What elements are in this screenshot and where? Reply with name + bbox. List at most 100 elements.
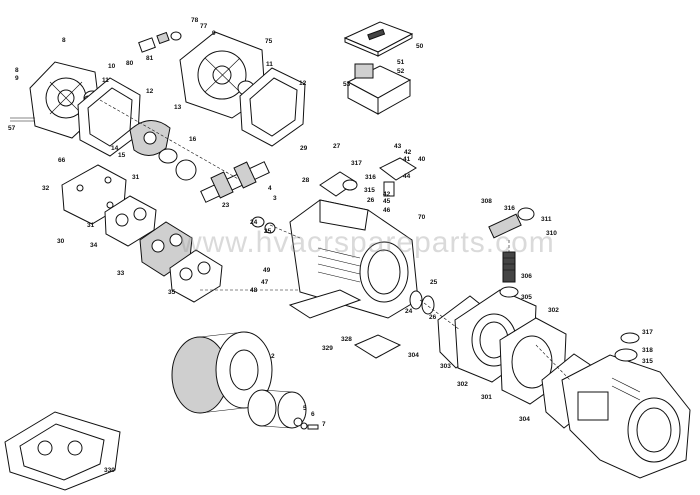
part-callout-c31b: 31	[87, 222, 95, 229]
part-callout-c52: 52	[397, 68, 405, 75]
part-callout-c44: 44	[403, 173, 411, 180]
valve-plate-gasket	[169, 249, 223, 303]
part-callout-c42b: 42	[383, 191, 391, 198]
part-callout-c301: 301	[481, 394, 492, 401]
part-callout-c47: 47	[261, 279, 269, 286]
part-callout-c305: 305	[521, 294, 532, 301]
part-callout-c27: 27	[333, 143, 341, 150]
gasket-center	[239, 67, 306, 147]
part-callout-c318: 318	[642, 347, 653, 354]
crankshaft	[158, 148, 270, 203]
part-callout-c11b: 11	[266, 61, 273, 68]
mounting-foot-plate	[353, 334, 402, 359]
part-callout-c302b: 302	[457, 381, 468, 388]
sight-glass-right	[614, 332, 640, 362]
part-callout-c57: 57	[8, 125, 16, 132]
gasket-set	[4, 411, 121, 491]
part-callout-c49: 49	[263, 267, 271, 274]
part-callout-c42a: 42	[404, 149, 412, 156]
wiring-lead	[10, 117, 35, 122]
part-callout-c32: 32	[42, 185, 50, 192]
part-callout-c53: 53	[343, 81, 351, 88]
compressor-body-casting	[561, 354, 691, 479]
part-callout-c5: 5	[303, 405, 307, 412]
gasket-left	[77, 77, 141, 157]
part-callout-c80: 80	[126, 60, 134, 67]
part-callout-c46: 46	[383, 207, 391, 214]
part-callout-c51: 51	[397, 59, 405, 66]
part-callout-c48: 48	[250, 287, 258, 294]
oil-pressure-switch	[379, 157, 417, 197]
thrust-washers	[251, 216, 276, 234]
part-callout-c77: 77	[200, 23, 208, 30]
part-callout-c303: 303	[440, 363, 451, 370]
part-callout-c317b: 317	[642, 329, 653, 336]
assembly-lines	[99, 99, 571, 381]
part-callout-c45: 45	[383, 198, 391, 205]
part-callout-c34: 34	[90, 242, 98, 249]
part-callout-c12a: 12	[146, 88, 154, 95]
part-callout-c23: 23	[222, 202, 230, 209]
part-callout-c26b: 26	[429, 314, 437, 321]
crankcase-body	[288, 199, 419, 319]
part-callout-c24a: 24	[250, 219, 258, 226]
spring-filter	[499, 251, 519, 298]
part-callout-c35: 35	[168, 289, 176, 296]
part-callout-c40: 40	[418, 156, 426, 163]
part-callout-c4: 4	[268, 185, 272, 192]
part-callout-c15: 15	[118, 152, 126, 159]
part-callout-c9b: 9	[212, 30, 216, 37]
part-callout-c41: 41	[403, 156, 411, 163]
part-callout-c315b: 315	[642, 358, 653, 365]
part-callout-c29: 29	[300, 145, 308, 152]
part-callout-c8b: 8	[15, 67, 19, 74]
part-callout-c11a: 11	[102, 77, 109, 84]
motor-stator	[171, 331, 273, 414]
part-callout-c6: 6	[311, 411, 315, 418]
part-callout-c28: 28	[302, 177, 310, 184]
part-callout-c43: 43	[394, 143, 402, 150]
part-callout-c13: 13	[174, 104, 182, 111]
terminal-box-cover	[343, 21, 414, 57]
shaft-seal-rings	[409, 290, 435, 315]
part-callout-c26: 26	[367, 197, 375, 204]
part-callout-c25a: 25	[264, 228, 272, 235]
part-callout-c306: 306	[521, 273, 532, 280]
part-callout-c75: 75	[265, 38, 273, 45]
part-callout-c70: 70	[418, 214, 426, 221]
part-callout-c316a: 316	[365, 174, 376, 181]
part-callout-c317a: 317	[351, 160, 362, 167]
part-callout-c304b: 304	[519, 416, 530, 423]
part-callout-c33: 33	[117, 270, 125, 277]
part-callout-c304a: 304	[408, 352, 419, 359]
part-callout-c328: 328	[341, 336, 352, 343]
part-callout-c24b: 24	[405, 308, 413, 315]
part-callout-c9a: 9	[15, 75, 19, 82]
part-callout-c3: 3	[273, 195, 277, 202]
rotor-fasteners	[293, 417, 319, 430]
part-callout-c311: 311	[541, 216, 552, 223]
terminal-box-base	[346, 63, 412, 115]
part-callout-c31a: 31	[132, 174, 140, 181]
part-callout-c316b: 316	[504, 205, 515, 212]
part-callout-c329: 329	[322, 345, 333, 352]
part-callouts: 8891011121314155778779751112808166323131…	[8, 17, 653, 474]
part-callout-c8a: 8	[62, 37, 66, 44]
oil-pump-assembly	[129, 120, 171, 156]
part-callout-c78: 78	[191, 17, 199, 24]
part-callout-c66: 66	[58, 157, 66, 164]
part-callout-c308: 308	[481, 198, 492, 205]
part-callout-c315a: 315	[364, 187, 375, 194]
part-callout-c81: 81	[146, 55, 154, 62]
part-callout-c10: 10	[108, 63, 116, 70]
part-callout-c7: 7	[322, 421, 326, 428]
discharge-valve-assembly	[488, 207, 535, 239]
part-callout-c30: 30	[57, 238, 65, 245]
part-callout-c310: 310	[546, 230, 557, 237]
service-valve-suction	[319, 171, 358, 197]
part-callout-c302a: 302	[548, 307, 559, 314]
part-callout-c16: 16	[189, 136, 197, 143]
part-callout-c12b: 12	[299, 80, 307, 87]
